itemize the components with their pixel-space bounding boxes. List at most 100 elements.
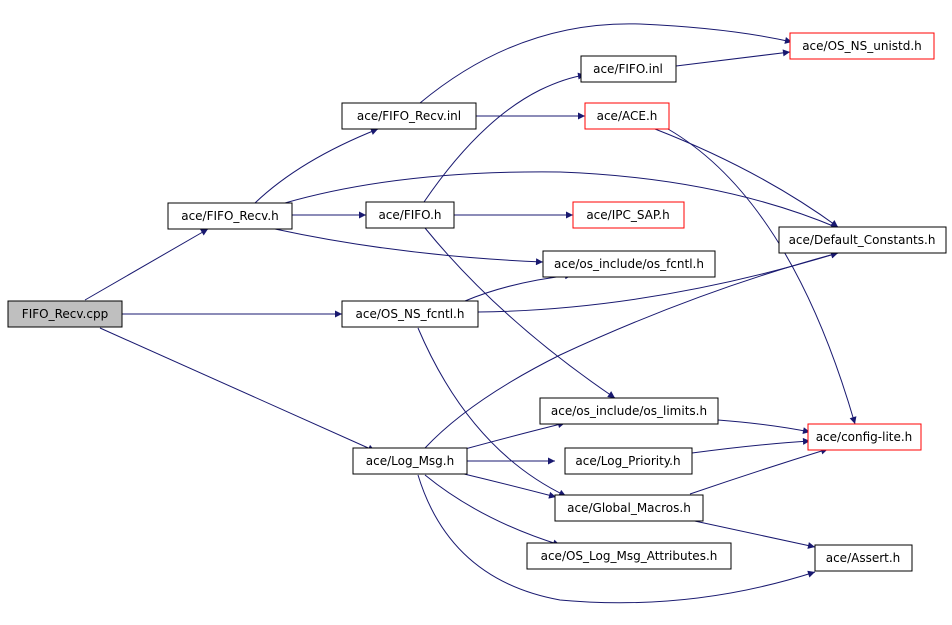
edge-path (464, 272, 573, 302)
node-label: ace/Log_Priority.h (575, 454, 680, 468)
edges (84, 23, 857, 604)
node-box (539, 397, 719, 425)
node-label: ace/ACE.h (597, 109, 658, 123)
node-label: ace/IPC_SAP.h (586, 208, 669, 222)
node-label: ace/FIFO_Recv.inl (357, 109, 461, 123)
edge-path (417, 327, 567, 497)
edge-fifo-recv-h-to-os-fcntl-h (274, 228, 544, 266)
node-box (365, 201, 455, 229)
edge-fifo-recv-cpp-to-log-msg-h (99, 327, 376, 452)
edge-path (675, 49, 791, 67)
edge-path (717, 419, 811, 435)
node-os-ns-fcntl-h[interactable]: ace/OS_NS_fcntl.h (341, 300, 479, 328)
node-ipc-sap-h[interactable]: ace/IPC_SAP.h (572, 201, 685, 229)
node-global-macros-h[interactable]: ace/Global_Macros.h (554, 494, 704, 522)
node-box (7, 300, 123, 328)
node-box (807, 423, 922, 451)
edge-fifo-recv-h-to-default-constants-h (284, 171, 839, 229)
node-label: ace/OS_NS_fcntl.h (356, 307, 465, 321)
edge-log-msg-h-to-default-constants-h (424, 251, 839, 449)
node-label: ace/Assert.h (826, 551, 901, 565)
node-box (341, 102, 477, 130)
edge-log-msg-h-to-assert-h (417, 474, 816, 604)
edge-path (84, 228, 209, 301)
edge-fifo-recv-inl-to-os-ns-unistd-h (419, 23, 793, 104)
node-ace-h[interactable]: ace/ACE.h (584, 102, 670, 130)
node-box (167, 202, 293, 230)
edge-fifo-recv-cpp-to-fifo-recv-h (84, 228, 209, 301)
edge-ace-h-to-config-lite-h (667, 128, 857, 425)
node-label: ace/FIFO.inl (593, 62, 663, 76)
node-os-ns-unistd-h[interactable]: ace/OS_NS_unistd.h (789, 32, 935, 60)
edge-path (464, 421, 566, 450)
node-label: FIFO_Recv.cpp (22, 307, 108, 321)
node-box (580, 55, 677, 83)
node-label: ace/os_include/os_limits.h (551, 404, 707, 418)
node-box (542, 250, 716, 278)
node-label: ace/FIFO_Recv.h (181, 209, 279, 223)
edge-path (254, 128, 379, 204)
node-default-constants-h[interactable]: ace/Default_Constants.h (778, 226, 947, 254)
node-fifo-recv-cpp[interactable]: FIFO_Recv.cpp (7, 300, 123, 328)
edge-path (424, 474, 561, 547)
edge-log-msg-h-to-os-log-msg-attributes-h (424, 474, 561, 547)
edge-path (274, 228, 544, 266)
node-fifo-recv-h[interactable]: ace/FIFO_Recv.h (167, 202, 293, 230)
node-config-lite-h[interactable]: ace/config-lite.h (807, 423, 922, 451)
edge-os-limits-h-to-config-lite-h (717, 419, 811, 435)
edge-path (459, 472, 557, 499)
edge-path (689, 447, 829, 495)
edge-global-macros-h-to-assert-h (689, 519, 816, 549)
node-label: ace/Global_Macros.h (567, 501, 691, 515)
node-box (584, 102, 670, 130)
edge-path (689, 519, 816, 549)
node-box (554, 494, 704, 522)
edge-path (691, 437, 811, 454)
edge-fifo-inl-to-os-ns-unistd-h (675, 49, 791, 67)
node-log-priority-h[interactable]: ace/Log_Priority.h (564, 447, 693, 475)
edge-global-macros-h-to-config-lite-h (689, 447, 829, 495)
node-os-limits-h[interactable]: ace/os_include/os_limits.h (539, 397, 719, 425)
edge-os-ns-fcntl-h-to-os-fcntl-h (464, 272, 573, 302)
node-label: ace/FIFO.h (378, 208, 441, 222)
edge-log-msg-h-to-global-macros-h (459, 472, 557, 499)
edge-path (667, 128, 857, 425)
node-fifo-h[interactable]: ace/FIFO.h (365, 201, 455, 229)
node-box (572, 201, 685, 229)
edge-path (424, 227, 616, 399)
node-box (789, 32, 935, 60)
edge-path (417, 474, 816, 604)
node-box (778, 226, 947, 254)
nodes: FIFO_Recv.cpp ace/FIFO_Recv.h ace/FIFO_R… (7, 32, 947, 572)
node-label: ace/OS_Log_Msg_Attributes.h (541, 549, 718, 563)
edge-fifo-recv-h-to-fifo-recv-inl (254, 128, 379, 204)
node-box (526, 542, 732, 570)
node-label: ace/Log_Msg.h (366, 454, 454, 468)
node-os-fcntl-h[interactable]: ace/os_include/os_fcntl.h (542, 250, 716, 278)
node-log-msg-h[interactable]: ace/Log_Msg.h (352, 447, 468, 475)
node-fifo-recv-inl[interactable]: ace/FIFO_Recv.inl (341, 102, 477, 130)
node-box (341, 300, 479, 328)
node-box (352, 447, 468, 475)
node-label: ace/Default_Constants.h (789, 233, 936, 247)
edge-path (423, 72, 586, 203)
edge-os-ns-fcntl-h-to-global-macros-h (417, 327, 567, 497)
node-os-log-msg-attributes-h[interactable]: ace/OS_Log_Msg_Attributes.h (526, 542, 732, 570)
node-assert-h[interactable]: ace/Assert.h (814, 544, 913, 572)
edge-fifo-h-to-os-limits-h (424, 227, 616, 399)
edge-path (424, 251, 839, 449)
node-fifo-inl[interactable]: ace/FIFO.inl (580, 55, 677, 83)
edge-log-priority-h-to-config-lite-h (691, 437, 811, 454)
node-box (814, 544, 913, 572)
node-label: ace/OS_NS_unistd.h (802, 39, 922, 53)
edge-path (419, 23, 793, 104)
edge-fifo-h-to-fifo-inl (423, 72, 586, 203)
edge-log-msg-h-to-os-limits-h (464, 421, 566, 450)
node-box (564, 447, 693, 475)
node-label: ace/config-lite.h (816, 430, 913, 444)
edge-path (654, 128, 839, 228)
node-label: ace/os_include/os_fcntl.h (554, 257, 704, 271)
edge-path (284, 171, 839, 229)
edge-path (99, 327, 376, 452)
